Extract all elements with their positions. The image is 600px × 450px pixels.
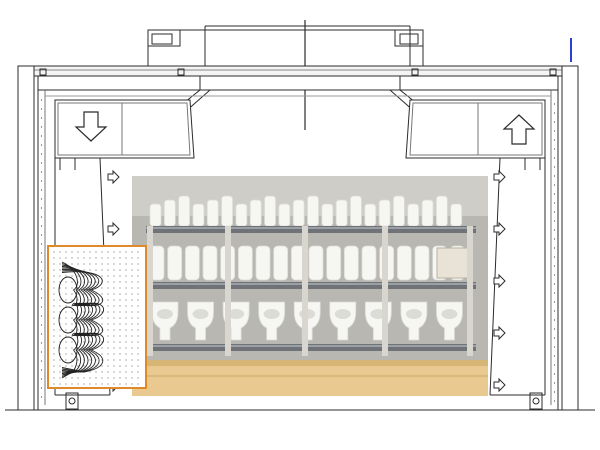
kiln-shelves — [146, 226, 476, 356]
basin — [167, 245, 183, 281]
inset-frame — [47, 245, 147, 389]
profile-curve — [61, 270, 101, 373]
basin — [393, 195, 405, 227]
basin — [343, 245, 359, 281]
basin — [364, 203, 377, 227]
roof-structure — [17, 20, 579, 130]
flow-arrow-icon — [107, 221, 120, 237]
shelf-beam — [146, 226, 476, 233]
left-fan-arrow-down-icon — [74, 111, 108, 142]
sanitary-box — [436, 247, 470, 279]
profile-curve — [61, 271, 104, 373]
profile-curve — [61, 261, 79, 379]
basin — [435, 195, 448, 227]
inset-profile-curves — [58, 261, 104, 379]
right-airflow-arrows — [493, 169, 506, 393]
rail-supports — [55, 392, 545, 410]
basin — [149, 203, 162, 227]
profile-curve — [61, 264, 86, 376]
left-fan-housing — [54, 99, 195, 170]
basin — [396, 245, 412, 281]
flow-arrow-icon — [107, 169, 120, 185]
basin — [326, 245, 342, 281]
flow-arrow-icon — [493, 377, 506, 393]
shelf-post — [382, 226, 388, 356]
shelf-post — [147, 226, 153, 356]
shelf-beam — [146, 344, 476, 351]
basin — [273, 245, 289, 281]
basin — [361, 245, 377, 281]
basin — [184, 245, 200, 281]
kiln-walls — [17, 65, 579, 411]
profile-loop — [58, 306, 78, 334]
profile-curve — [61, 267, 93, 373]
flow-arrow-icon — [493, 221, 506, 237]
profile-curve — [61, 266, 90, 374]
flow-arrow-icon — [493, 325, 506, 341]
basin — [321, 203, 334, 227]
profile-loop — [58, 336, 78, 364]
basin — [307, 195, 319, 227]
basin — [335, 199, 348, 227]
basin — [407, 203, 420, 227]
flow-arrow-icon — [493, 273, 506, 289]
right-fan-housing — [405, 99, 546, 170]
basin — [235, 203, 248, 227]
basin — [378, 199, 391, 227]
basin — [221, 195, 233, 227]
basin — [264, 195, 276, 227]
basin — [421, 199, 434, 227]
basin — [450, 203, 463, 227]
basin — [278, 203, 291, 227]
basin — [178, 195, 191, 227]
profile-curve — [61, 263, 82, 377]
temperature-profile-inset — [47, 245, 147, 389]
profile-loop — [58, 276, 78, 304]
right-fan-arrow-up-icon — [502, 114, 536, 145]
firebrick-base — [132, 360, 488, 396]
basin — [308, 245, 324, 281]
basin — [206, 199, 219, 227]
basin — [202, 245, 218, 281]
flow-arrow-icon — [493, 169, 506, 185]
basin — [414, 245, 430, 281]
wall-insulation-texture — [40, 99, 556, 402]
kiln-car-load — [132, 176, 488, 396]
shelf-beam — [146, 282, 476, 289]
ceramic-ware — [149, 195, 470, 341]
basin — [255, 245, 271, 281]
basin — [292, 199, 305, 227]
shelf-post — [225, 226, 231, 356]
basin — [163, 199, 176, 227]
shelf-post — [302, 226, 308, 356]
shelf-post — [467, 226, 473, 356]
basin — [192, 203, 205, 227]
basin — [350, 195, 362, 227]
profile-curve — [61, 269, 97, 373]
basin — [237, 245, 253, 281]
basin — [249, 199, 262, 227]
